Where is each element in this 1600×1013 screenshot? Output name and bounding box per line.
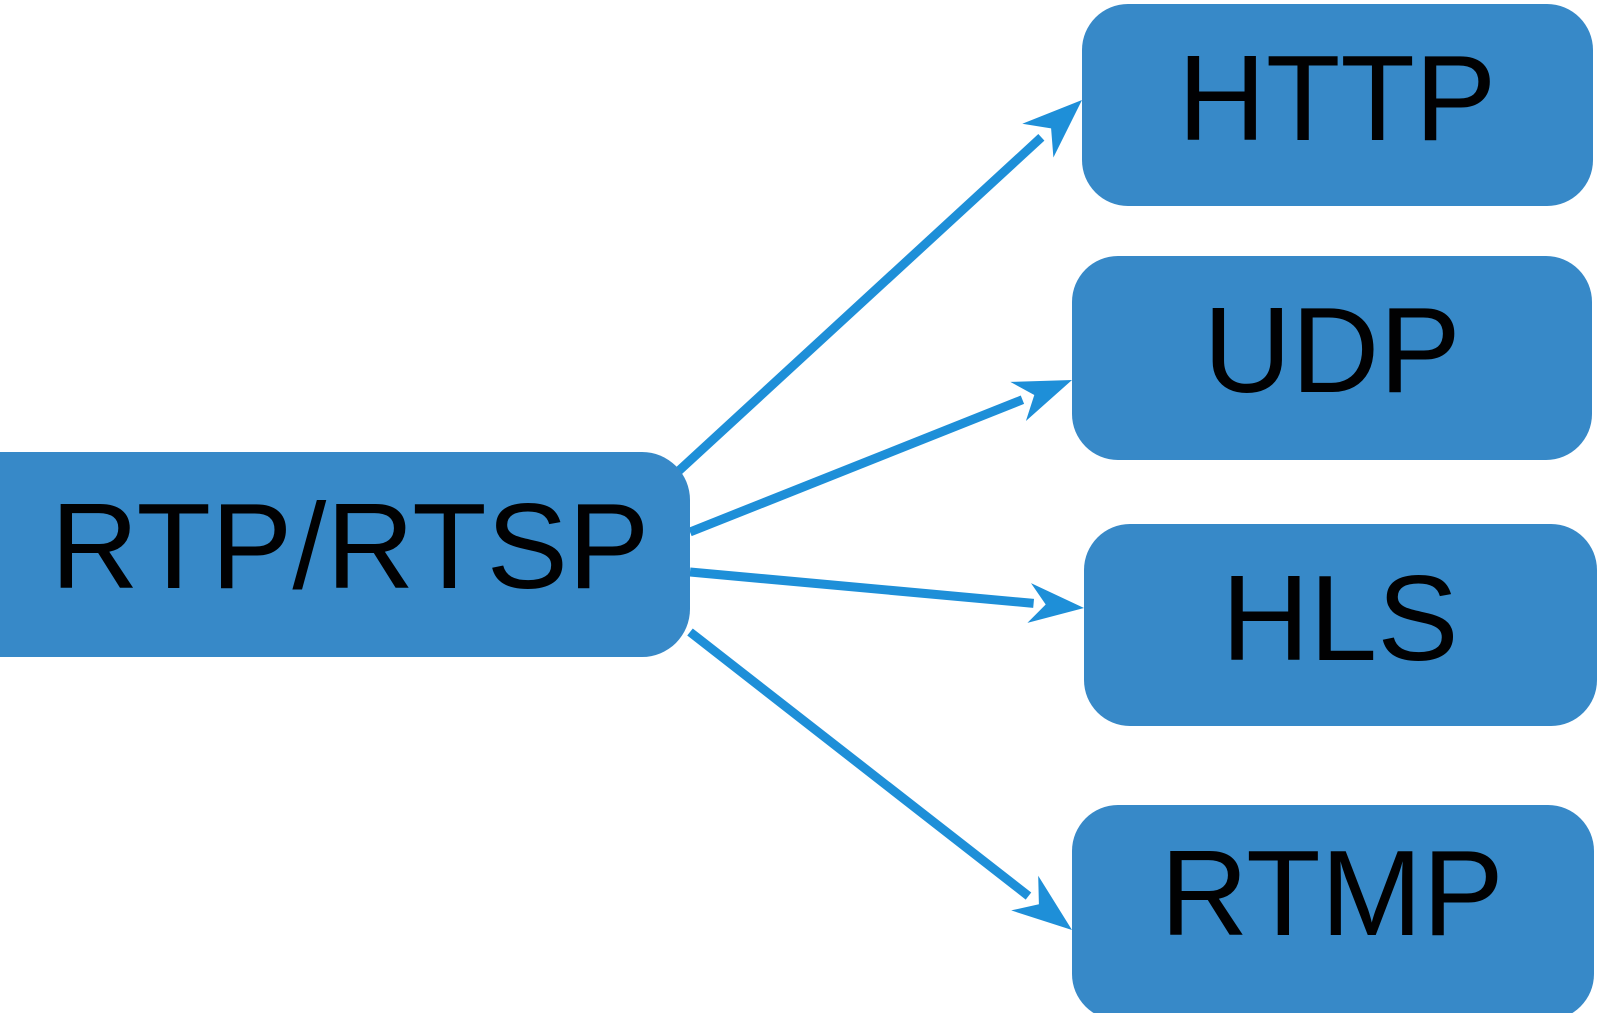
edge-line-rtp-rtsp-to-udp xyxy=(688,395,1025,537)
arrowhead-rtp-rtsp-to-udp xyxy=(1010,380,1072,421)
node-label-http: HTTP xyxy=(1178,30,1497,166)
node-hls[interactable]: HLS xyxy=(1084,524,1597,726)
node-rtmp[interactable]: RTMP xyxy=(1072,805,1594,1013)
node-layer: RTP/RTSP HTTP UDP HLS RTMP xyxy=(0,4,1597,1013)
node-label-rtmp: RTMP xyxy=(1160,825,1503,961)
edge-rtp-rtsp-to-rtmp xyxy=(687,628,1072,930)
source-box-rtp-rtsp[interactable] xyxy=(0,452,690,657)
node-label-hls: HLS xyxy=(1221,550,1458,686)
edge-rtp-rtsp-to-udp xyxy=(688,380,1072,537)
edge-layer xyxy=(668,100,1084,930)
node-label-rtp-rtsp: RTP/RTSP xyxy=(51,478,650,614)
edge-rtp-rtsp-to-http xyxy=(668,100,1082,481)
node-http[interactable]: HTTP xyxy=(1082,4,1593,206)
target-box-rtmp[interactable] xyxy=(1072,805,1594,1013)
edge-rtp-rtsp-to-hls xyxy=(689,567,1084,623)
node-udp[interactable]: UDP xyxy=(1072,256,1592,460)
edge-line-rtp-rtsp-to-hls xyxy=(689,567,1035,608)
edge-line-rtp-rtsp-to-http xyxy=(668,134,1045,481)
node-label-udp: UDP xyxy=(1203,282,1461,418)
node-rtp-rtsp[interactable]: RTP/RTSP xyxy=(0,452,690,657)
arrowhead-rtp-rtsp-to-hls xyxy=(1027,583,1084,623)
arrowhead-rtp-rtsp-to-rtmp xyxy=(1011,875,1072,930)
target-box-http[interactable] xyxy=(1082,4,1593,206)
target-box-udp[interactable] xyxy=(1072,256,1592,460)
arrowhead-rtp-rtsp-to-http xyxy=(1022,100,1082,158)
target-box-hls[interactable] xyxy=(1084,524,1597,726)
edge-line-rtp-rtsp-to-rtmp xyxy=(687,628,1032,900)
